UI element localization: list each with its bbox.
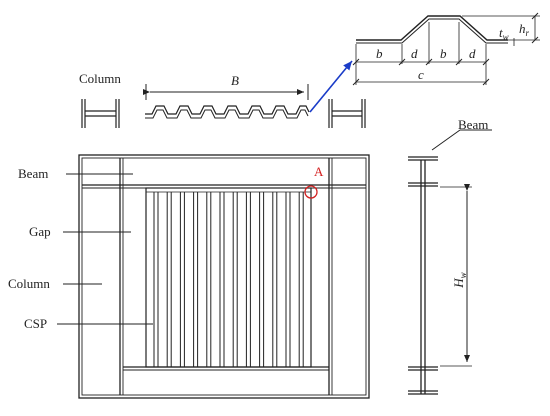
column-label: Column [8,276,50,291]
detail-marker-label: A [314,164,324,179]
column-section-right [328,99,366,128]
column-top-label: Column [79,71,121,86]
profile-ticks [352,12,539,86]
profile-detail [355,15,540,85]
profile-t-label: tw [499,25,509,42]
dimension-b-label: B [231,73,239,88]
dimension-hw-label: Hw [451,272,468,288]
detail-arrow [309,60,353,113]
column-section-left [81,99,120,128]
gap-label: Gap [29,224,51,239]
csp-ribs [153,192,304,367]
profile-b1-label: b [376,46,383,61]
profile-h-label: hr [519,21,530,38]
detail-marker-circle [304,185,318,199]
profile-c-label: c [418,67,424,82]
profile-d2-label: d [469,46,476,61]
csp-label: CSP [24,316,47,331]
leader-lines [57,173,153,325]
dimension-b [143,84,309,100]
beam-label: Beam [18,166,48,181]
profile-d1-label: d [411,46,418,61]
dimension-hw [440,184,472,367]
side-view [408,156,438,395]
corrugated-section [145,105,310,119]
profile-b2-label: b [440,46,447,61]
beam-right-label: Beam [458,117,488,132]
csp-infill [145,187,312,368]
beam-leader [431,129,461,151]
